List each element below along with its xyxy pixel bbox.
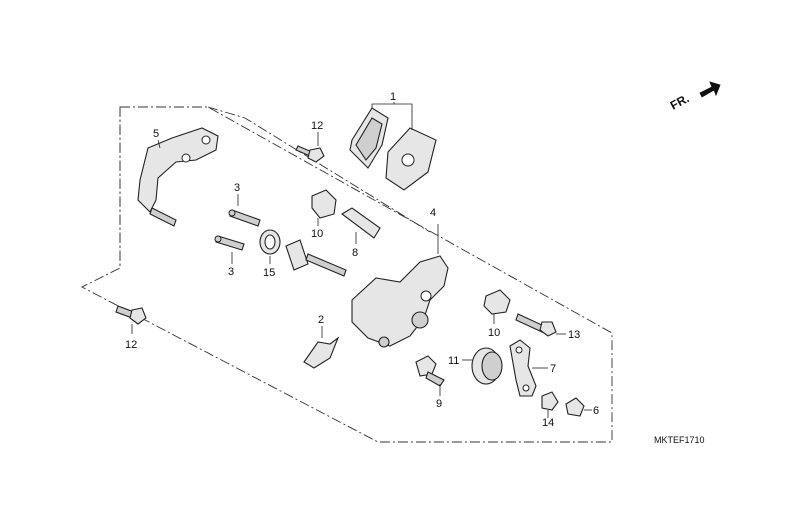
callout-5: 5 <box>153 128 159 140</box>
callout-6: 6 <box>593 405 599 417</box>
callout-1: 1 <box>390 91 396 103</box>
pin-lower <box>214 235 245 251</box>
ring-seal <box>259 229 281 255</box>
callout-10-upper: 10 <box>311 228 323 240</box>
callout-8: 8 <box>352 247 358 259</box>
front-arrow-icon <box>699 81 721 98</box>
callout-14: 14 <box>542 417 554 429</box>
callout-13: 13 <box>568 329 580 341</box>
slide-pin-assembly <box>285 239 347 277</box>
bolt-top <box>295 145 325 163</box>
sleeve <box>341 207 381 239</box>
boot-right <box>483 289 511 315</box>
callout-9: 9 <box>436 398 442 410</box>
callout-4: 4 <box>430 207 436 219</box>
callout-11: 11 <box>448 355 459 367</box>
retainer-plate <box>509 339 537 397</box>
callout-3-lower: 3 <box>228 266 234 278</box>
spring-clip <box>303 336 340 369</box>
callout-3-upper: 3 <box>234 182 240 194</box>
bolt-lower <box>115 305 147 325</box>
brake-pads <box>349 107 437 191</box>
bleed-valve <box>415 355 445 387</box>
assembly-frame <box>81 106 613 443</box>
front-direction-indicator: FR. <box>668 81 721 113</box>
piston-cap <box>471 347 503 385</box>
bolt-right <box>515 313 557 337</box>
callout-2: 2 <box>318 314 324 326</box>
callout-12-top: 12 <box>311 120 323 132</box>
boot-upper <box>311 189 337 219</box>
callout-7: 7 <box>550 363 556 375</box>
caliper-bracket <box>137 127 219 227</box>
callout-10-right: 10 <box>488 327 500 339</box>
pin-upper <box>228 209 261 227</box>
callout-12-lower: 12 <box>125 339 137 351</box>
drawing-code: MKTEF1710 <box>654 435 705 445</box>
nut <box>541 391 559 411</box>
bleeder-cap <box>565 397 585 417</box>
callout-15: 15 <box>263 267 275 279</box>
front-label: FR. <box>668 91 692 112</box>
caliper-body <box>351 224 449 348</box>
